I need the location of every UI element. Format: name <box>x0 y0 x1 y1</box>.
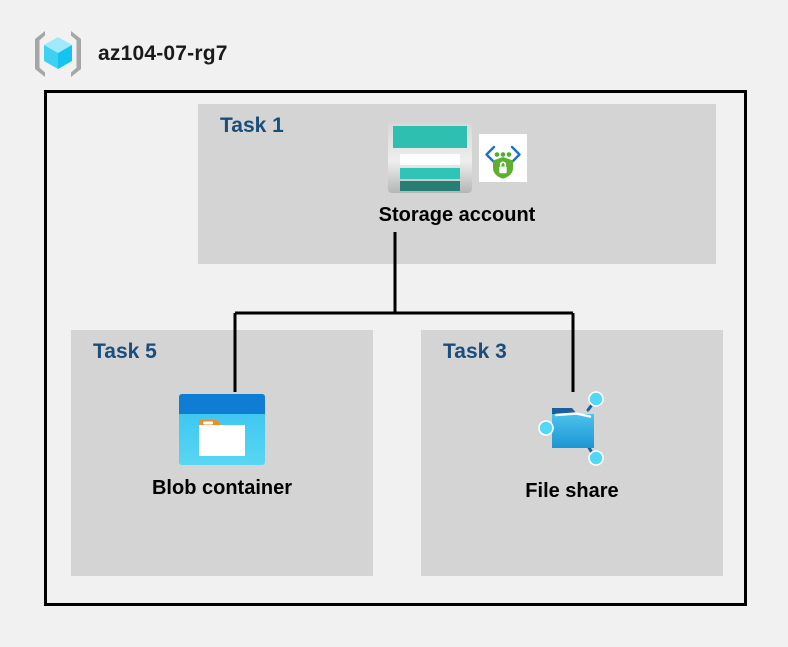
node-file-share[interactable]: File share <box>421 388 723 503</box>
node-caption-file-share: File share <box>525 480 619 502</box>
file-share-icon-group <box>528 388 616 470</box>
task-label-1: Task 1 <box>220 114 284 137</box>
resource-group-boundary <box>44 90 747 606</box>
node-storage-account[interactable]: Storage account <box>198 122 716 227</box>
node-blob-container[interactable]: Blob container <box>71 392 373 500</box>
storage-account-icon-group <box>387 122 527 194</box>
node-caption-storage-account: Storage account <box>378 204 536 226</box>
task-panel-task3[interactable]: Task 3 <box>421 330 723 576</box>
page-title: az104-07-rg7 <box>98 42 228 65</box>
file-share-icon <box>538 391 604 466</box>
secure-endpoint-shield-icon <box>479 134 527 182</box>
task-panel-task5[interactable]: Task 5 Blob container <box>71 330 373 576</box>
task-label-5: Task 5 <box>93 340 157 363</box>
node-caption-blob-container: Blob container <box>151 477 292 499</box>
task-label-3: Task 3 <box>443 340 507 363</box>
task-panel-task1[interactable]: Task 1 <box>198 104 716 264</box>
resource-group-cube-icon <box>35 31 81 77</box>
storage-account-icon <box>388 123 472 193</box>
blob-container-icon-group <box>177 392 267 467</box>
resource-group-header: az104-07-rg7 <box>30 26 228 82</box>
blob-container-icon <box>179 394 265 465</box>
